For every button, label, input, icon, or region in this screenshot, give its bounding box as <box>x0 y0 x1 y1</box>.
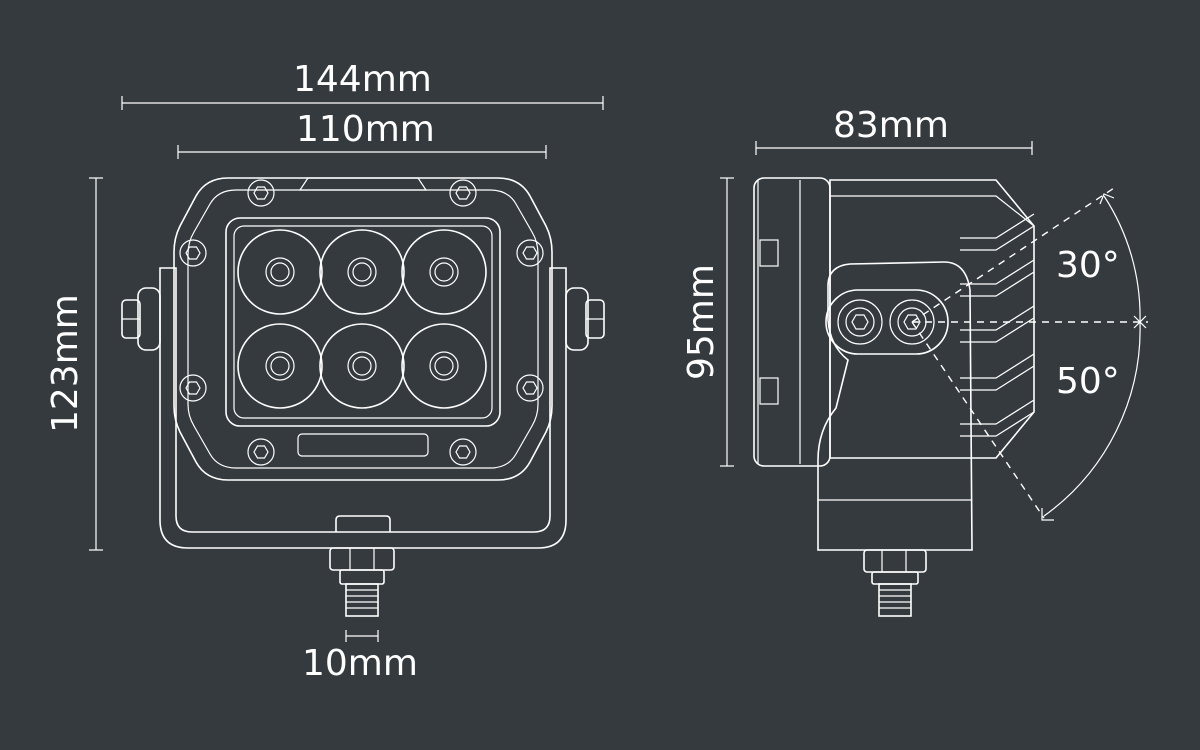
tilt-angle-lines <box>911 187 1148 521</box>
led-5 <box>319 323 405 409</box>
led-array <box>237 229 487 409</box>
pivot-screws <box>837 299 935 345</box>
bottom-tab <box>297 433 429 457</box>
side-mounting-bolt <box>863 549 927 617</box>
height-overall-label: 123mm <box>45 294 86 433</box>
width-overall-label: 144mm <box>293 59 432 100</box>
height-label: 95mm <box>681 264 722 380</box>
housing-screws <box>179 179 544 466</box>
lens-frame <box>225 217 501 427</box>
led-3 <box>401 229 487 315</box>
led-1 <box>237 229 323 315</box>
dimension-line-123 <box>89 177 103 551</box>
led-4 <box>237 323 323 409</box>
width-housing-label: 110mm <box>296 109 435 150</box>
bolt-diameter-label: 10mm <box>302 643 418 684</box>
housing-inner <box>187 189 539 469</box>
side-view <box>720 141 1148 617</box>
mounting-bolt <box>329 515 395 617</box>
side-knob-left <box>121 287 161 351</box>
side-knob-right <box>565 287 605 351</box>
heat-sink-fins <box>830 195 1035 437</box>
top-tab <box>298 177 428 191</box>
led-2 <box>319 229 405 315</box>
depth-label: 83mm <box>833 105 949 146</box>
front-view <box>89 96 605 642</box>
led-6 <box>401 323 487 409</box>
side-bracket-arm <box>817 261 973 551</box>
dimension-line-10 <box>345 630 379 642</box>
dimension-line-83 <box>755 141 1033 155</box>
tilt-down-label: 50° <box>1056 361 1120 402</box>
heat-sink <box>829 179 1035 459</box>
dimension-line-110 <box>177 145 547 159</box>
lens-frame-inner <box>233 225 493 419</box>
dimension-line-95 <box>720 177 734 467</box>
housing-outer <box>173 177 553 481</box>
pivot-knob <box>825 289 949 355</box>
mounting-bracket <box>159 267 567 549</box>
tilt-up-label: 30° <box>1056 245 1120 286</box>
side-bezel <box>753 177 831 467</box>
dimension-line-144 <box>121 96 604 110</box>
